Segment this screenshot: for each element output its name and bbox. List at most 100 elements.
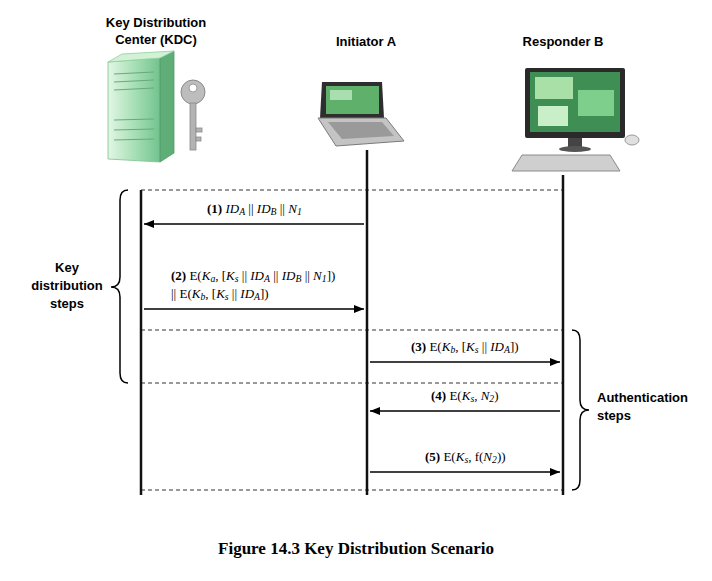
subscript: A [239, 206, 245, 217]
variable-subscript: A [504, 344, 510, 355]
message-arrow [144, 223, 364, 225]
variable-name: ID [282, 268, 296, 283]
subscript: 2 [492, 454, 497, 465]
variable-subscript: s [464, 454, 468, 465]
variable-name: N [481, 388, 490, 403]
key-tooth [196, 128, 202, 132]
laptop-window [330, 90, 352, 100]
server-slot [114, 88, 154, 90]
message-label: (1) IDA || IDB || N1 [207, 200, 302, 218]
message-arrow [370, 361, 560, 363]
variable-subscript: 2 [489, 393, 494, 404]
variable-name: K [192, 286, 201, 301]
variable-subscript: 1 [322, 273, 327, 284]
lifeline-node: Responder B [560, 175, 566, 495]
step-separator [141, 330, 563, 331]
label-word: || [242, 268, 247, 283]
label-word: || [171, 286, 176, 301]
label-word: E(Kb, [179, 286, 208, 301]
subscript: A [254, 291, 260, 302]
subscript: 2 [489, 393, 494, 404]
message-label: (5) E(Ks, f(N2)) [425, 448, 506, 466]
key-shaft [190, 103, 196, 150]
variable-name: N [483, 449, 492, 464]
label-word: IDB [282, 268, 302, 283]
label-word: (1) [207, 201, 222, 216]
message-arrow [370, 410, 560, 412]
label-word: [Ks [462, 339, 479, 354]
variable-name: ID [225, 201, 239, 216]
variable-name: ID [250, 268, 264, 283]
subscript: B [271, 206, 277, 217]
variable-name: N [288, 201, 297, 216]
lifeline [562, 175, 565, 495]
label-word: E(Ka, [189, 268, 218, 283]
subscript: s [225, 291, 229, 302]
variable-name: K [456, 449, 465, 464]
laptop-base [318, 118, 404, 146]
label-word: E(Kb, [429, 339, 458, 354]
label-word: || [232, 286, 237, 301]
variable-subscript: s [475, 344, 479, 355]
subscript: b [200, 291, 205, 302]
step-number: (1) [207, 201, 222, 216]
participant-heading: Key Distribution Center (KDC) [90, 14, 222, 48]
lifeline-node: Initiator A [364, 150, 370, 495]
phase-label: Authentication steps [597, 389, 707, 425]
label-word: IDB [257, 201, 277, 216]
step-number: (4) [431, 388, 446, 403]
subscript: s [470, 393, 474, 404]
server-slot [114, 119, 154, 120]
message-label: (2) E(Ka, [Ks || IDA || IDB || N1]) || E… [171, 267, 338, 303]
variable-name: K [226, 268, 235, 283]
variable-name: ID [490, 339, 504, 354]
server-slot [114, 139, 154, 140]
variable-name: ID [240, 286, 254, 301]
monitor-window [535, 77, 573, 99]
label-word: N1]) [313, 268, 335, 283]
monitor-foot [559, 146, 591, 152]
monitor-window [578, 90, 614, 116]
lifeline [366, 150, 369, 495]
server-slot [114, 72, 154, 74]
label-word: f(N2)) [475, 449, 506, 464]
variable-name: K [202, 268, 211, 283]
keyboard [512, 155, 620, 171]
variable-subscript: s [235, 273, 239, 284]
subscript: A [264, 273, 270, 284]
variable-subscript: 2 [492, 454, 497, 465]
step-separator [141, 190, 563, 191]
subscript: s [464, 454, 468, 465]
server-side [160, 51, 174, 162]
message-label: (4) E(Ks, N2) [431, 387, 499, 405]
variable-subscript: B [295, 273, 301, 284]
label-word: (4) [431, 388, 446, 403]
step-separator [141, 490, 563, 491]
variable-subscript: b [450, 344, 455, 355]
variable-subscript: B [271, 206, 277, 217]
variable-name: K [462, 388, 471, 403]
server-slot [114, 129, 154, 130]
variable-name: K [442, 339, 451, 354]
key-hole [189, 84, 197, 92]
laptop-screen [326, 86, 379, 114]
participant-heading: Initiator A [306, 33, 426, 50]
monitor-screen [530, 72, 620, 132]
label-word: || [280, 201, 285, 216]
variable-name: ID [257, 201, 271, 216]
subscript: 1 [322, 273, 327, 284]
subscript: A [504, 344, 510, 355]
step-separator [141, 383, 563, 384]
label-word: (2) [171, 268, 186, 283]
variable-subscript: 1 [297, 206, 302, 217]
server-top [108, 51, 174, 62]
variable-subscript: A [239, 206, 245, 217]
lifeline [140, 190, 143, 495]
key-head [181, 80, 205, 104]
variable-subscript: A [264, 273, 270, 284]
label-word: [Ks [212, 286, 229, 301]
step-number: (3) [411, 339, 426, 354]
variable-subscript: s [225, 291, 229, 302]
subscript: s [475, 344, 479, 355]
